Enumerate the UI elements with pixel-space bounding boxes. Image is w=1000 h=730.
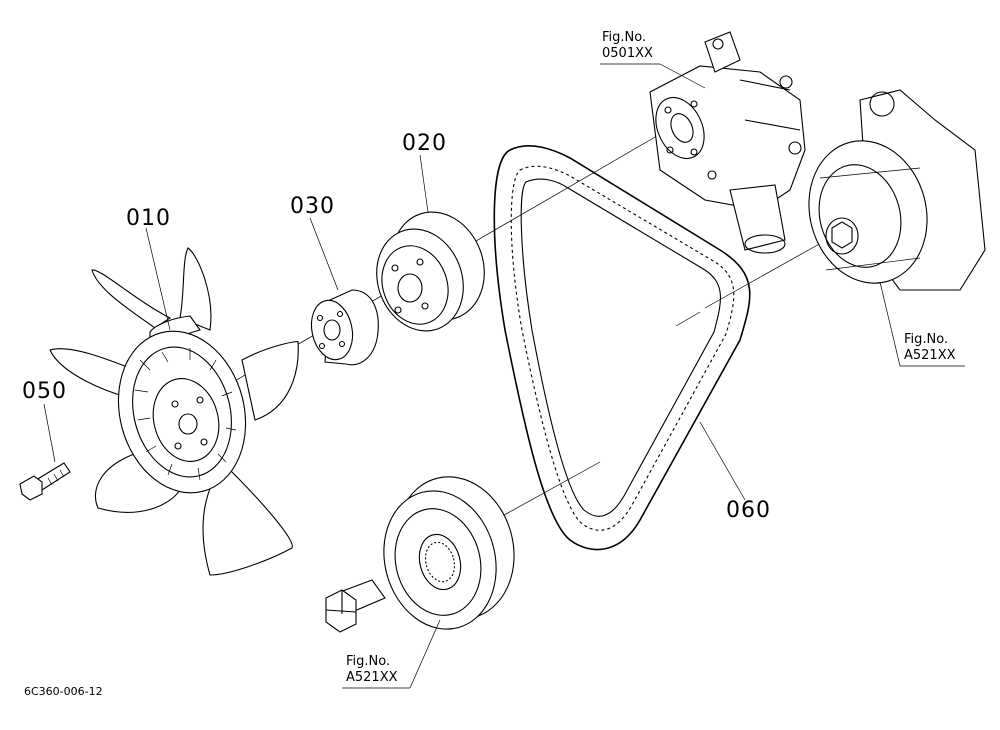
drawing-code: 6C360-006-12 (24, 685, 103, 698)
ref-alternator-line2: A521XX (904, 348, 956, 363)
ref-crank-pulley-line2: A521XX (346, 670, 398, 685)
ref-crank-pulley: Fig.No. A521XX (346, 654, 398, 686)
spacer (310, 289, 379, 366)
cooling-fan (49, 247, 299, 576)
alternator (808, 89, 986, 291)
crankshaft-pulley (383, 476, 515, 630)
ref-crank-pulley-line1: Fig.No. (346, 654, 391, 669)
part-label-030: 030 (290, 194, 335, 219)
ref-water-pump-line2: 0501XX (602, 46, 653, 61)
part-label-010: 010 (126, 206, 171, 231)
part-label-060: 060 (726, 498, 771, 523)
fan-pulley (376, 211, 485, 332)
v-belt (493, 145, 751, 551)
ref-water-pump: Fig.No. 0501XX (602, 30, 653, 62)
crank-bolt (325, 579, 386, 633)
ref-water-pump-line1: Fig.No. (602, 30, 647, 45)
leader-lines (43, 63, 965, 689)
ref-alternator: Fig.No. A521XX (904, 332, 956, 364)
part-label-050: 050 (22, 379, 67, 404)
water-pump (649, 31, 806, 254)
ref-alternator-line1: Fig.No. (904, 332, 949, 347)
part-label-020: 020 (402, 131, 447, 156)
fan-bolt (19, 462, 71, 501)
